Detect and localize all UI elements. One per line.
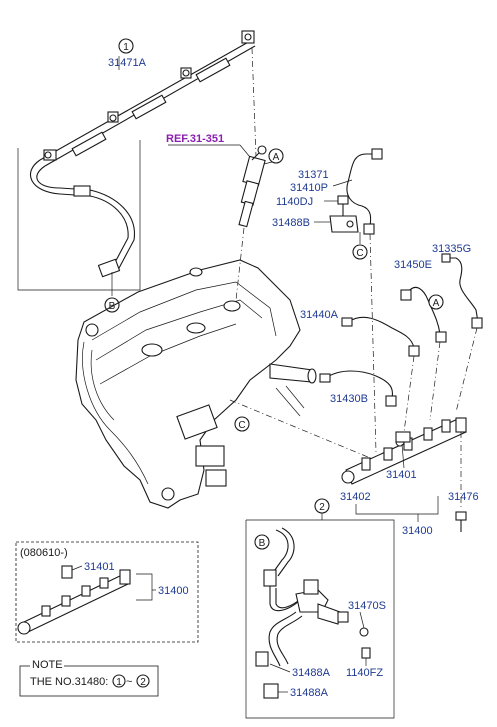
callout-a-top: A	[263, 148, 284, 165]
callout-c-top: C	[352, 232, 368, 260]
callout-b-detail: B	[254, 534, 270, 550]
label-31410P: 31410P	[290, 182, 328, 194]
callout-a-top-text: A	[273, 152, 280, 163]
callout-1: 1	[118, 38, 134, 54]
callout-1-text: 1	[123, 42, 129, 53]
bolt-31476	[455, 432, 467, 532]
pipe-31450E	[400, 286, 447, 343]
note-box: NOTE THE NO.31480: 1 ~ 2	[19, 659, 159, 697]
note-text: THE NO.31480:	[30, 676, 108, 688]
label-31440A: 31440A	[300, 309, 339, 321]
callout-a-right: A	[428, 294, 444, 310]
note-range-sep: ~	[126, 676, 132, 688]
callout-b-detail-text: B	[259, 538, 266, 549]
pipe-31440A	[341, 316, 420, 357]
label-31470S: 31470S	[348, 600, 386, 612]
label-31400: 31400	[402, 525, 433, 537]
pipe-31335G	[441, 253, 483, 329]
label-31488A-1: 31488A	[292, 667, 331, 679]
label-1140DJ: 1140DJ	[276, 196, 313, 208]
label-31450E: 31450E	[394, 259, 432, 271]
injector	[238, 145, 267, 228]
label-31476: 31476	[448, 491, 479, 503]
label-31488B: 31488B	[272, 217, 310, 229]
return-hose-assembly	[255, 527, 371, 699]
label-1140FZ: 1140FZ	[346, 667, 383, 679]
label-31402: 31402	[340, 491, 371, 503]
label-31471A: 31471A	[108, 57, 147, 69]
label-31335G: 31335G	[432, 243, 471, 255]
label-31488A-2: 31488A	[290, 687, 329, 699]
note-range-end: 2	[140, 677, 146, 688]
callout-c-mid-text: C	[238, 420, 245, 431]
leak-off-hose-assembly	[17, 30, 256, 291]
callout-c-mid: C	[234, 416, 250, 432]
inset-label-31401: 31401	[84, 561, 115, 573]
engine-block	[75, 259, 317, 509]
note-range-start: 1	[116, 677, 122, 688]
callout-2: 2	[314, 498, 330, 514]
callout-a-right-text: A	[433, 298, 440, 309]
revision-inset: (080610-) 31401 31400	[15, 541, 199, 643]
reference-label: REF.31-351	[166, 133, 224, 145]
common-rail	[341, 417, 467, 485]
label-31371: 31371	[298, 169, 329, 181]
note-title: NOTE	[32, 659, 63, 671]
label-31401: 31401	[386, 469, 417, 481]
bolt-1140DJ	[337, 195, 349, 216]
high-pressure-pipe-31371	[346, 148, 383, 235]
detail-2-bracket	[245, 513, 395, 719]
callout-c-top-text: C	[356, 248, 363, 259]
clip-31488B	[329, 215, 359, 233]
callout-2-text: 2	[319, 502, 325, 513]
label-31430B: 31430B	[330, 393, 368, 405]
inset-date: (080610-)	[20, 547, 68, 559]
inset-label-31400: 31400	[158, 585, 189, 597]
pipe-31430B	[319, 370, 397, 407]
